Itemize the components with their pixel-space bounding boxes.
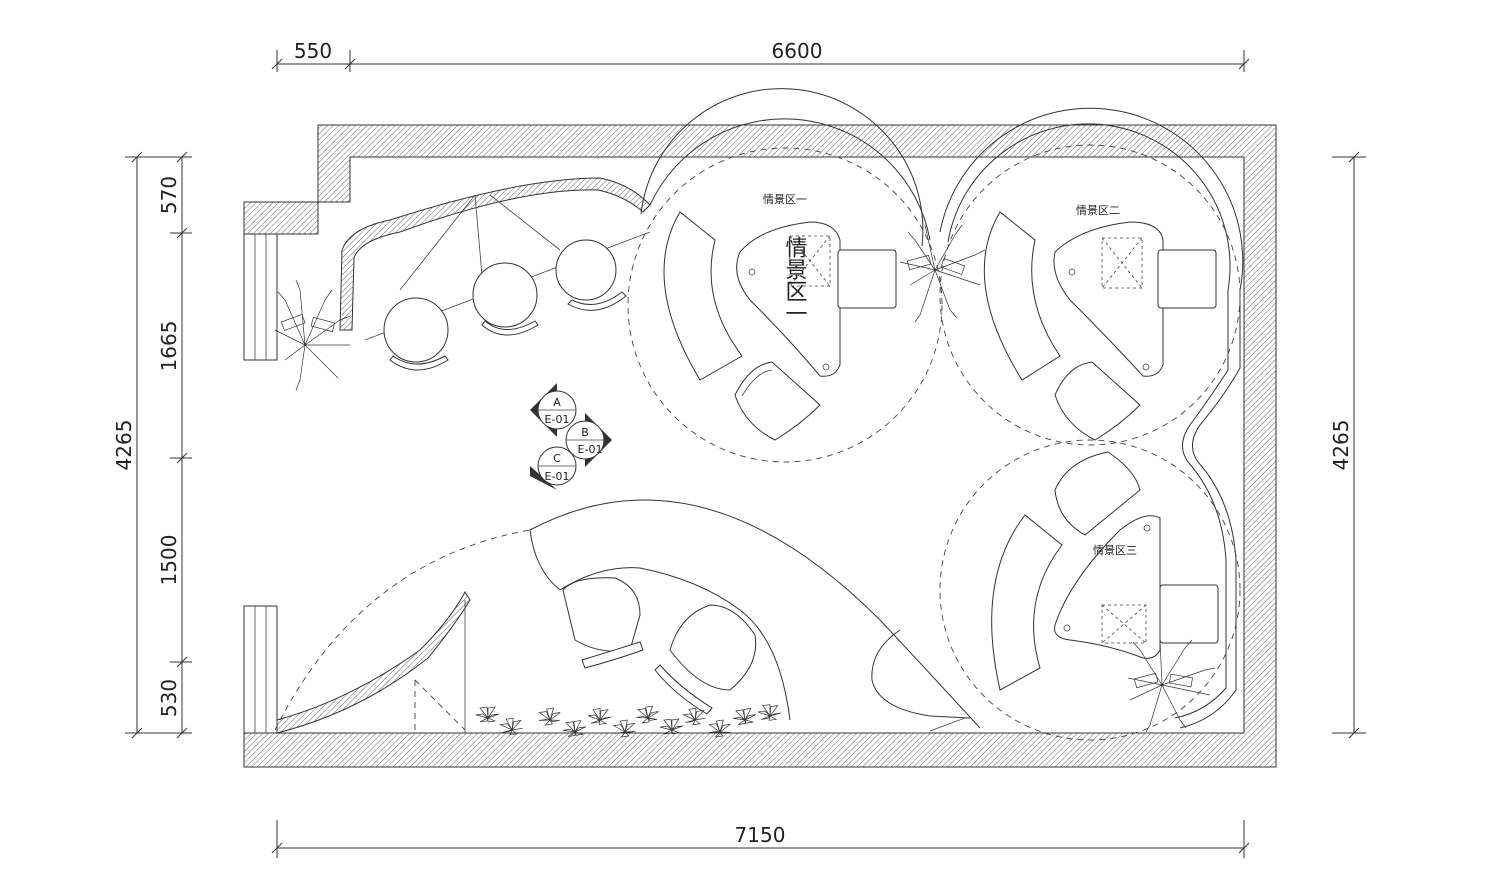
lounge-upper-left [364,194,651,371]
zone3-armchair [1159,584,1219,644]
elevation-tag-b-sheet: E-01 [578,443,603,456]
zone1-table [736,221,841,377]
zone3-label: 情景区三 [1093,544,1137,557]
shrub-icon [659,718,684,735]
flower-bed [475,704,782,738]
shrub-icon [636,705,659,724]
zone2-label: 情景区二 [1076,204,1120,217]
dim-label-1500: 1500 [157,535,181,586]
zone2-furniture: 情景区二 [983,204,1217,441]
dimension-right: 4265 [1329,151,1366,739]
shrub-icon [538,707,561,726]
shrub-icon [563,720,587,737]
zone1-label-large: 情景区一 [782,236,808,324]
window-lower-left [243,605,278,734]
stage-lounge [562,577,757,715]
zone-circles [274,144,1241,741]
dimension-bottom: 7150 [271,820,1250,858]
zone1-armchair [837,249,897,309]
zone1-chair [734,361,821,441]
dim-label-550: 550 [294,39,332,63]
shrub-icon [733,708,757,725]
round-stool-3 [555,239,617,301]
round-stool-1 [383,297,449,363]
plant-lower-right [1127,639,1216,733]
shrub-icon [587,708,612,725]
dimension-left: 4265 570 1665 1500 530 [112,151,192,739]
zone2-curved-desk [983,211,1061,381]
zone2-table [1053,221,1164,377]
zone3-curved-desk [991,514,1063,691]
dim-label-530: 530 [157,679,181,717]
zone1-furniture: 情景区一 情景区一 [663,193,897,441]
zone2-armchair [1157,249,1217,309]
plant-between-zones [899,224,986,323]
plant-upper-left [274,279,351,391]
curved-stage [529,499,981,732]
elevation-tag-b-letter: B [581,426,589,439]
round-stool-2 [472,262,538,328]
elevation-tags: A E-01 B E-01 C E-01 [530,383,612,490]
shrub-icon [708,719,731,738]
dim-label-7150: 7150 [735,823,786,847]
dim-label-4265-left: 4265 [112,420,136,471]
zone3-table [1054,515,1161,659]
lounge-chair-1 [562,577,641,652]
dimension-top: 550 6600 [271,39,1250,72]
zone2-chair [1054,361,1141,441]
dim-label-570: 570 [157,176,181,214]
zone3-furniture: 情景区三 [991,451,1219,691]
dim-label-4265-right: 4265 [1329,420,1353,471]
dim-label-6600: 6600 [772,39,823,63]
window-upper-left [243,233,278,361]
lounge-chair-2 [669,604,757,691]
elevation-tag-c-sheet: E-01 [545,470,570,483]
shrub-icon [612,719,636,738]
elevation-tag-c-letter: C [553,452,561,465]
outer-walls [243,124,1277,768]
zone3-chair-top [1054,451,1141,536]
shrub-icon [682,707,706,726]
dim-label-1665: 1665 [157,321,181,372]
shrub-icon [475,706,500,723]
zone1-label-small: 情景区一 [763,193,807,206]
shrub-icon [499,717,523,736]
elevation-tag-a-letter: A [553,396,561,409]
zone1-curved-desk [663,211,743,381]
shrub-icon [757,704,782,721]
elevation-tag-a-sheet: E-01 [545,413,570,426]
curved-partitions [276,88,1244,734]
